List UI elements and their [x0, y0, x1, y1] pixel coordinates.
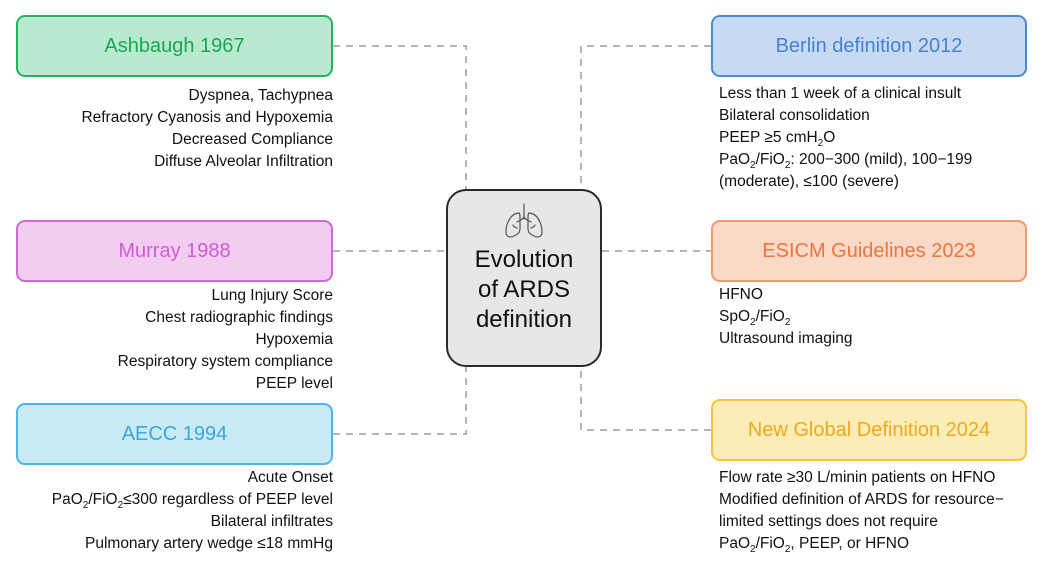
criteria-item: Dyspnea, Tachypnea — [188, 87, 333, 104]
criteria-item: Pulmonary artery wedge ≤18 mmHg — [85, 535, 333, 552]
ashbaugh-criteria: Dyspnea, Tachypnea Refractory Cyanosis a… — [81, 85, 333, 173]
node-new-global-2024: New Global Definition 2024 — [711, 399, 1027, 461]
criteria-item: PaO2/FiO2, PEEP, or HFNO — [719, 535, 910, 555]
center-node: Evolution of ARDS definition — [446, 189, 602, 367]
node-title: Murray 1988 — [118, 239, 231, 262]
criteria-item: limited settings does not require — [719, 513, 938, 530]
criteria-item: Acute Onset — [247, 469, 333, 486]
criteria-item: (moderate), ≤100 (severe) — [719, 173, 899, 190]
node-title: ESICM Guidelines 2023 — [762, 239, 976, 262]
center-title-line: definition — [475, 306, 573, 333]
criteria-item: Flow rate ≥30 L/minin patients on HFNO — [719, 469, 996, 486]
criteria-item: PEEP level — [255, 375, 333, 392]
criteria-item: Diffuse Alveolar Infiltration — [154, 153, 333, 170]
criteria-item: SpO2/FiO2 — [719, 308, 791, 328]
node-murray-1988: Murray 1988 — [16, 220, 333, 282]
berlin-criteria: Less than 1 week of a clinical insult Bi… — [719, 83, 972, 193]
connector-berlin — [580, 45, 711, 189]
criteria-item: PaO2/FiO2: 200−300 (mild), 100−199 — [719, 151, 973, 171]
global-criteria: Flow rate ≥30 L/minin patients on HFNO M… — [719, 467, 1004, 555]
aecc-criteria: Acute Onset PaO2/FiO2≤300 regardless of … — [52, 467, 333, 555]
criteria-item: HFNO — [719, 286, 763, 303]
node-ashbaugh-1967: Ashbaugh 1967 — [16, 15, 333, 77]
criteria-item: Lung Injury Score — [211, 287, 334, 304]
criteria-item: Bilateral infiltrates — [210, 513, 333, 530]
node-title: AECC 1994 — [121, 422, 228, 445]
node-title: Ashbaugh 1967 — [104, 34, 245, 57]
connector-aecc — [333, 367, 467, 435]
criteria-item: Decreased Compliance — [171, 131, 333, 148]
criteria-item: Hypoxemia — [255, 331, 333, 348]
node-title: New Global Definition 2024 — [747, 418, 991, 441]
node-berlin-2012: Berlin definition 2012 — [711, 15, 1027, 77]
murray-criteria: Lung Injury Score Chest radiographic fin… — [118, 285, 333, 395]
criteria-item: Chest radiographic findings — [145, 309, 333, 326]
criteria-item: Modified definition of ARDS for resource… — [719, 491, 1004, 508]
criteria-item: Refractory Cyanosis and Hypoxemia — [81, 109, 333, 126]
lungs-icon — [505, 203, 543, 238]
center-title: Evolution of ARDS definition — [475, 245, 574, 335]
node-title: Berlin definition 2012 — [775, 34, 963, 57]
center-title-line: Evolution — [474, 246, 574, 273]
connector-ashbaugh — [333, 45, 467, 189]
criteria-item: Ultrasound imaging — [719, 330, 853, 347]
criteria-item: PaO2/FiO2≤300 regardless of PEEP level — [51, 491, 333, 511]
node-esicm-2023: ESICM Guidelines 2023 — [711, 220, 1027, 282]
criteria-item: Less than 1 week of a clinical insult — [719, 85, 962, 102]
criteria-item: PEEP ≥5 cmH2O — [719, 129, 836, 149]
node-aecc-1994: AECC 1994 — [16, 403, 333, 465]
center-title-line: of ARDS — [477, 276, 571, 303]
esicm-criteria: HFNO SpO2/FiO2 Ultrasound imaging — [719, 284, 853, 350]
criteria-item: Bilateral consolidation — [719, 107, 870, 124]
criteria-item: Respiratory system compliance — [117, 353, 333, 370]
connector-global — [580, 367, 711, 431]
